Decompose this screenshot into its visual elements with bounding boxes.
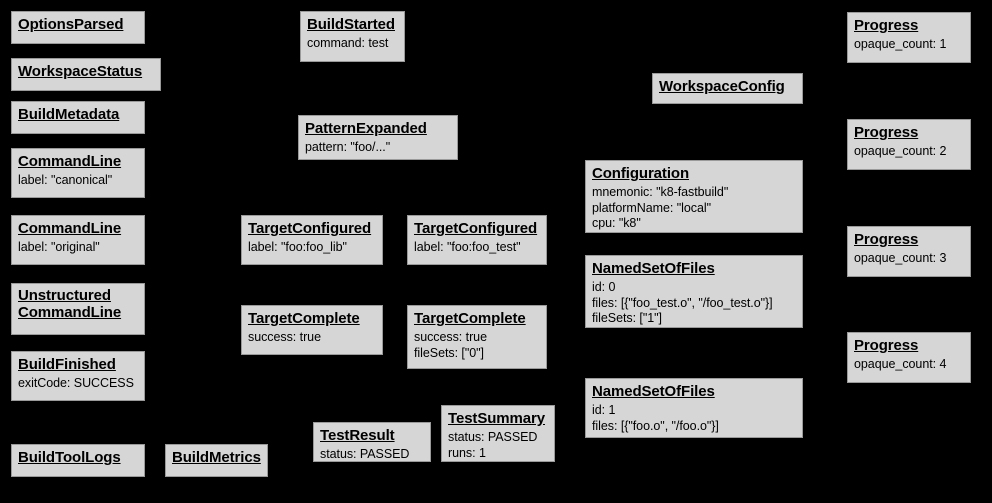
node-title: NamedSetOfFiles	[592, 383, 715, 400]
node-title: Unstructured CommandLine	[18, 287, 122, 321]
node-title: Progress	[854, 231, 919, 248]
node-progress-3[interactable]: Progress opaque_count: 3	[847, 226, 971, 277]
node-field: opaque_count: 4	[854, 356, 947, 371]
node-fields: label: "original"	[18, 240, 138, 256]
node-title: OptionsParsed	[18, 16, 124, 33]
node-title: NamedSetOfFiles	[592, 260, 715, 277]
node-fields: status: PASSED	[320, 446, 424, 461]
node-field: label: "canonical"	[18, 172, 113, 187]
node-title: BuildToolLogs	[18, 449, 121, 466]
node-title: Progress	[854, 337, 919, 354]
node-title: BuildMetadata	[18, 106, 120, 123]
node-target-complete-lib[interactable]: TargetComplete success: true	[241, 305, 383, 355]
node-fields: success: true	[248, 330, 376, 346]
node-field: files: [{"foo_test.o", "/foo_test.o"}]	[592, 295, 773, 310]
node-title: BuildStarted	[307, 16, 395, 33]
node-title: CommandLine	[18, 153, 122, 170]
node-field: id: 1	[592, 402, 616, 417]
node-unstructured-command-line[interactable]: Unstructured CommandLine	[11, 283, 145, 335]
node-options-parsed[interactable]: OptionsParsed	[11, 11, 145, 44]
node-fields: opaque_count: 3	[854, 251, 964, 267]
node-configuration[interactable]: Configuration mnemonic: "k8-fastbuild"pla…	[585, 160, 803, 233]
node-command-line-original[interactable]: CommandLine label: "original"	[11, 215, 145, 265]
node-title: BuildMetrics	[172, 449, 261, 466]
node-field: fileSets: ["1"]	[592, 311, 662, 326]
node-field: mnemonic: "k8-fastbuild"	[592, 184, 729, 199]
node-test-result[interactable]: TestResult status: PASSED	[313, 422, 431, 462]
node-field: status: PASSED	[320, 446, 410, 461]
node-field: command: test	[307, 35, 389, 50]
node-title: Configuration	[592, 165, 690, 182]
node-fields: opaque_count: 2	[854, 144, 964, 160]
node-title: BuildFinished	[18, 356, 116, 373]
node-field: success: true	[248, 329, 321, 344]
node-build-metrics[interactable]: BuildMetrics	[165, 444, 268, 477]
node-field: opaque_count: 2	[854, 143, 947, 158]
node-field: label: "foo:foo_test"	[414, 239, 521, 254]
node-field: success: true	[414, 329, 487, 344]
node-fields: label: "canonical"	[18, 173, 138, 189]
node-field: fileSets: ["0"]	[414, 345, 484, 360]
node-field: cpu: "k8"	[592, 216, 641, 231]
node-title: Progress	[854, 124, 919, 141]
node-field: exitCode: SUCCESS	[18, 375, 134, 390]
node-field: label: "original"	[18, 239, 100, 254]
node-fields: opaque_count: 4	[854, 357, 964, 373]
node-build-finished[interactable]: BuildFinished exitCode: SUCCESS	[11, 351, 145, 401]
node-field: runs: 1	[448, 445, 486, 460]
node-title: CommandLine	[18, 220, 122, 237]
node-title: TargetConfigured	[414, 220, 538, 237]
node-field: id: 0	[592, 279, 616, 294]
node-title: WorkspaceConfig	[659, 78, 785, 95]
node-fields: command: test	[307, 36, 398, 52]
node-build-tool-logs[interactable]: BuildToolLogs	[11, 444, 145, 477]
node-pattern-expanded[interactable]: PatternExpanded pattern: "foo/..."	[298, 115, 458, 160]
node-build-metadata[interactable]: BuildMetadata	[11, 101, 145, 134]
node-field: status: PASSED	[448, 429, 538, 444]
node-progress-1[interactable]: Progress opaque_count: 1	[847, 12, 971, 63]
node-workspace-status[interactable]: WorkspaceStatus	[11, 58, 161, 91]
node-fields: opaque_count: 1	[854, 37, 964, 53]
node-target-configured-lib[interactable]: TargetConfigured label: "foo:foo_lib"	[241, 215, 383, 265]
node-field: platformName: "local"	[592, 200, 711, 215]
node-field: opaque_count: 1	[854, 36, 947, 51]
node-field: opaque_count: 3	[854, 250, 947, 265]
node-progress-4[interactable]: Progress opaque_count: 4	[847, 332, 971, 383]
node-progress-2[interactable]: Progress opaque_count: 2	[847, 119, 971, 170]
node-title: TestResult	[320, 427, 395, 444]
node-command-line-canonical[interactable]: CommandLine label: "canonical"	[11, 148, 145, 198]
node-title: Progress	[854, 17, 919, 34]
node-title: TargetComplete	[414, 310, 526, 327]
node-build-started[interactable]: BuildStarted command: test	[300, 11, 405, 62]
node-field: pattern: "foo/..."	[305, 139, 391, 154]
node-fields: mnemonic: "k8-fastbuild"platformName: "l…	[592, 185, 796, 232]
node-field: files: [{"foo.o", "/foo.o"}]	[592, 418, 719, 433]
node-title: TargetComplete	[248, 310, 360, 327]
node-target-configured-test[interactable]: TargetConfigured label: "foo:foo_test"	[407, 215, 547, 265]
node-fields: pattern: "foo/..."	[305, 140, 451, 156]
node-title: TestSummary	[448, 410, 545, 427]
node-fields: exitCode: SUCCESS	[18, 376, 138, 392]
node-title: TargetConfigured	[248, 220, 372, 237]
node-fields: label: "foo:foo_test"	[414, 240, 540, 256]
node-title: WorkspaceStatus	[18, 63, 143, 80]
node-field: label: "foo:foo_lib"	[248, 239, 347, 254]
node-title: PatternExpanded	[305, 120, 427, 137]
node-fields: label: "foo:foo_lib"	[248, 240, 376, 256]
node-workspace-config[interactable]: WorkspaceConfig	[652, 73, 803, 104]
